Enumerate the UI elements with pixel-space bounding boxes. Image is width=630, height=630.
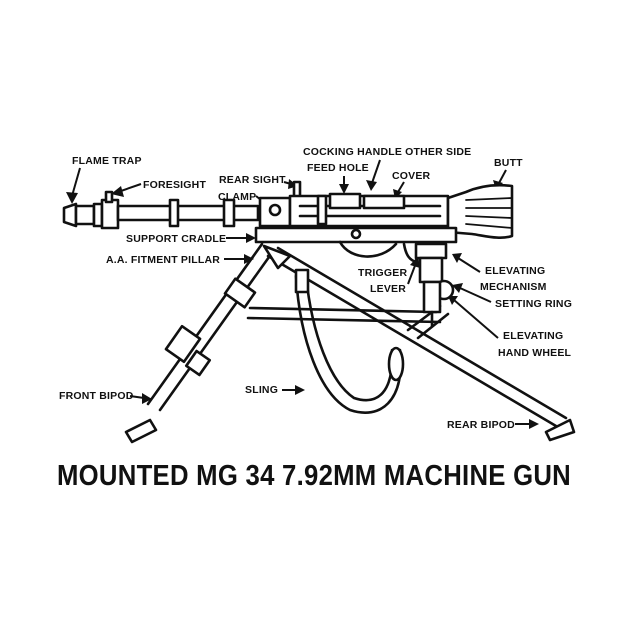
leader-elevating-mechanism [457, 257, 481, 273]
arrow-flame-trap-icon [66, 192, 78, 204]
arrow-support-cradle-icon [246, 233, 256, 243]
arrow-elevating-mechanism-icon [452, 253, 462, 263]
label-cocking-handle: COCKING HANDLE OTHER SIDE [303, 146, 471, 158]
label-flame-trap: FLAME TRAP [72, 155, 142, 167]
label-rear-sight: REAR SIGHT [219, 174, 286, 186]
label-trigger-2: LEVER [370, 283, 406, 295]
gun [62, 180, 514, 328]
flame-trap [62, 202, 78, 228]
front-bipod [124, 242, 276, 444]
barrel [116, 204, 260, 222]
label-setting-ring: SETTING RING [495, 298, 572, 310]
leader-flame-trap [71, 167, 81, 197]
arrow-cocking-handle-icon [366, 180, 377, 191]
arrow-hand-wheel-icon [448, 296, 458, 305]
leader-hand-wheel [453, 299, 499, 339]
label-front-bipod: FRONT BIPOD [59, 390, 134, 402]
arrow-sling-icon [295, 385, 305, 395]
label-foresight: FORESIGHT [143, 179, 206, 191]
label-sling: SLING [245, 384, 278, 396]
leader-setting-ring [459, 287, 492, 303]
label-cover: COVER [392, 170, 431, 182]
feed-hole [328, 192, 362, 210]
label-hand-wheel-1: ELEVATING [503, 330, 563, 342]
trigger-lever [402, 242, 418, 264]
label-feed-hole: FEED HOLE [307, 162, 369, 174]
arrow-foresight-icon [111, 186, 124, 197]
sling [294, 268, 405, 414]
rear-bipod [246, 246, 576, 442]
foresight [104, 190, 114, 204]
leader-butt [498, 169, 507, 184]
muzzle [74, 204, 96, 226]
label-elevating-2: MECHANISM [480, 281, 547, 293]
label-clamp: CLAMP [218, 191, 256, 203]
arrow-aa-pillar-icon [244, 254, 254, 264]
label-elevating-1: ELEVATING [485, 265, 545, 277]
leader-cocking-handle [371, 159, 381, 184]
label-rear-bipod: REAR BIPOD [447, 419, 515, 431]
arrow-setting-ring-icon [452, 283, 463, 293]
leader-cover [397, 181, 405, 193]
elevating-mechanism [414, 242, 448, 260]
label-trigger-1: TRIGGER [358, 267, 407, 279]
arrow-front-bipod-icon [142, 393, 152, 404]
butt [446, 183, 514, 239]
label-aa-pillar: A.A. FITMENT PILLAR [106, 254, 220, 266]
labels: FLAME TRAP FORESIGHT REAR SIGHT CLAMP CO… [59, 146, 572, 431]
label-hand-wheel-2: HAND WHEEL [498, 347, 572, 359]
label-support-cradle: SUPPORT CRADLE [126, 233, 226, 245]
aa-pillar [262, 244, 292, 270]
arrow-rear-bipod-icon [529, 419, 539, 429]
clamp [258, 196, 292, 228]
label-butt: BUTT [494, 157, 523, 169]
diagram-title: MOUNTED MG 34 7.92MM MACHINE GUN [57, 460, 571, 492]
leader-front-bipod [129, 395, 145, 399]
arrow-feed-hole-icon [339, 184, 349, 194]
leader-trigger-lever [407, 262, 417, 285]
